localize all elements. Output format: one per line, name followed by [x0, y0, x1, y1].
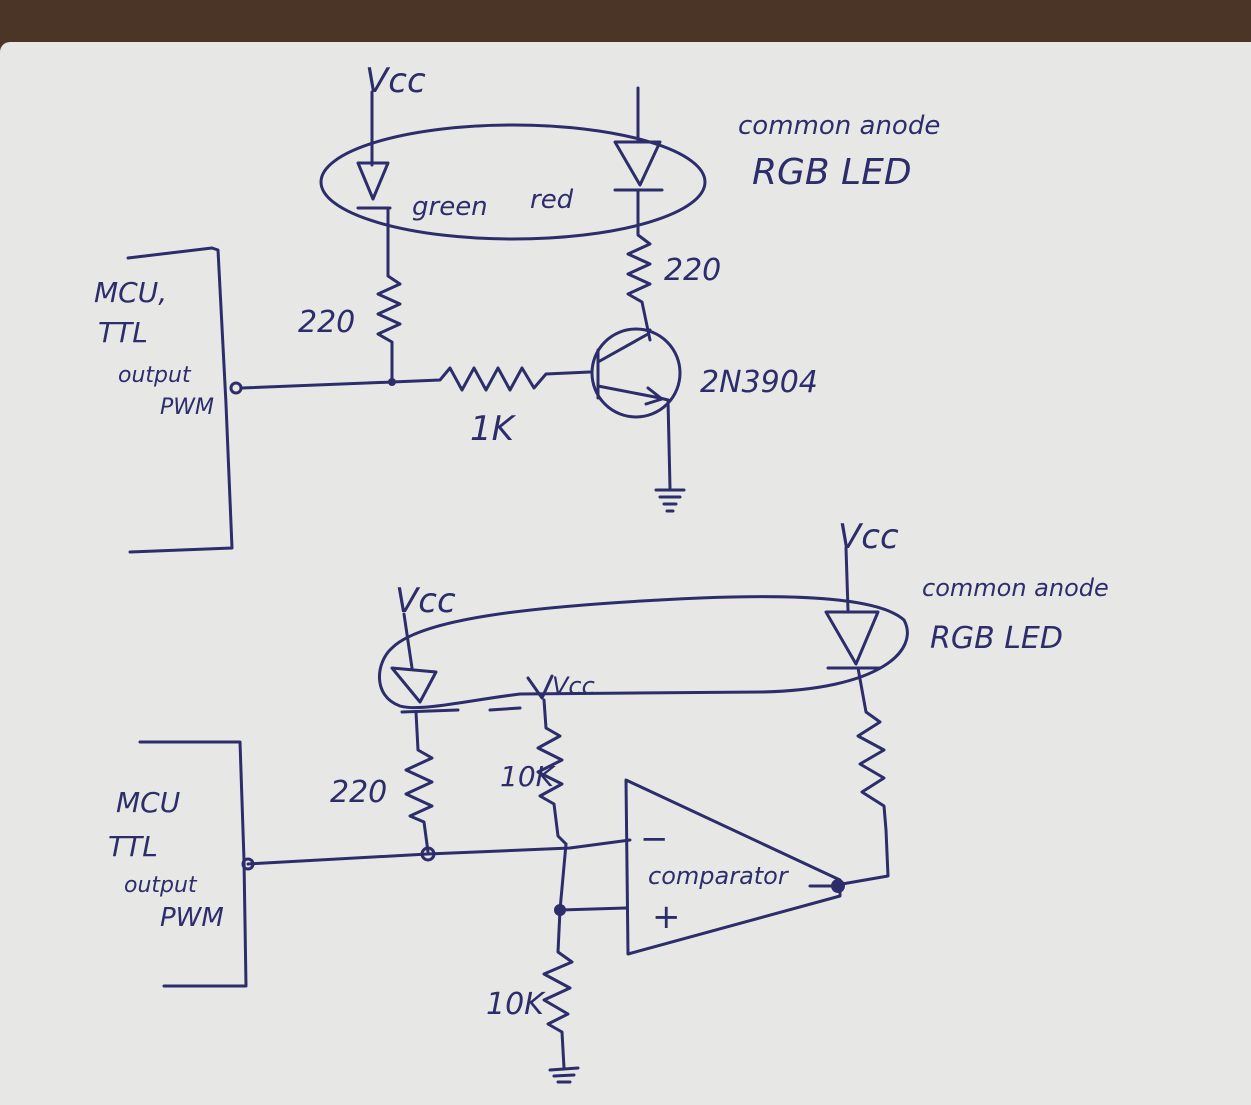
- red-led-label: red: [530, 185, 574, 215]
- bottom-mcu-line1: MCU: [116, 786, 180, 819]
- base-1k-resistor: [390, 366, 592, 392]
- top-emitter-ground-wire: [666, 398, 672, 490]
- bottom-vcc-right-wire: [844, 546, 850, 612]
- comparator-minus-label: −: [640, 819, 669, 859]
- top-circuit: Vcc green red common anode RGB LED 220 2…: [94, 61, 940, 554]
- bottom-right-led-diode: [824, 610, 880, 666]
- green-led-diode-symbol: [356, 161, 390, 201]
- top-mcu-line3: output: [118, 363, 192, 388]
- green-220-resistor: [376, 206, 402, 384]
- bottom-led-package-outline: [378, 595, 909, 710]
- bottom-pwm-wire: [246, 838, 632, 866]
- bottom-mcu-box: [138, 740, 248, 988]
- bottom-left-led-cathode-bar: [400, 708, 460, 714]
- top-led-package-outline: [319, 123, 707, 241]
- divider-bottom-10k-resistor: [542, 842, 574, 1070]
- comparator-label: comparator: [648, 862, 790, 890]
- bottom-led-title-line1: common anode: [922, 574, 1109, 602]
- bottom-mcu-line3: output: [124, 873, 198, 898]
- divider-top-10k-resistor: [536, 698, 568, 846]
- top-led-title-line2: RGB LED: [752, 152, 912, 193]
- red-led-diode-symbol: [613, 140, 662, 187]
- top-mcu-line2: TTL: [98, 316, 148, 349]
- divider-bottom-10k-label: 10K: [486, 987, 546, 1022]
- red-220-resistor: [626, 188, 652, 342]
- bottom-dash-mark: [488, 706, 522, 712]
- bottom-circuit: Vcc common anode RGB LED Vcc Vcc 220 10K: [108, 517, 1109, 1084]
- bottom-left-led-diode: [390, 666, 438, 704]
- top-mcu-line4: PWM: [160, 395, 214, 420]
- bottom-mcu-line4: PWM: [160, 903, 224, 933]
- top-mcu-pwm-pin: [229, 381, 243, 395]
- top-vcc-label: Vcc: [365, 61, 426, 101]
- bottom-220-resistor-label: 220: [330, 775, 387, 810]
- bottom-vcc-mid-label: Vcc: [552, 672, 595, 700]
- green-220-resistor-label: 220: [298, 305, 355, 340]
- divider-to-plus-wire: [558, 906, 628, 912]
- divider-top-10k-label: 10K: [500, 760, 557, 793]
- bottom-led-title-line2: RGB LED: [930, 621, 1063, 656]
- bottom-vcc-right-label: Vcc: [838, 517, 899, 557]
- 2n3904-collector: [596, 328, 652, 364]
- bottom-vcc-left-wire: [402, 612, 414, 670]
- notebook-paper: [0, 42, 1251, 1105]
- transistor-label: 2N3904: [700, 365, 818, 400]
- bottom-220-resistor: [404, 710, 434, 854]
- top-mcu-line1: MCU,: [94, 276, 167, 309]
- comparator-plus-label: +: [652, 897, 681, 937]
- bottom-ground-symbol: [548, 1066, 580, 1084]
- 2n3904-emitter: [596, 384, 670, 402]
- 2n3904-emitter-arrow: [644, 386, 664, 406]
- top-led-title-line1: common anode: [738, 111, 940, 141]
- top-ground-symbol: [654, 488, 686, 513]
- bottom-right-led-resistor: [840, 666, 890, 886]
- red-220-resistor-label: 220: [664, 253, 721, 288]
- bottom-mcu-pwm-pin: [241, 857, 255, 871]
- top-mcu-box: [126, 246, 234, 554]
- 2n3904-transistor-body: [590, 327, 682, 419]
- comparator-triangle: [624, 778, 842, 956]
- bottom-pwm-junction: [420, 846, 436, 862]
- top-pwm-wire: [240, 380, 394, 390]
- base-1k-resistor-label: 1K: [470, 409, 517, 449]
- bottom-mcu-line2: TTL: [108, 830, 158, 863]
- bottom-vcc-mid-arrow: [526, 674, 554, 700]
- green-led-label: green: [412, 192, 488, 222]
